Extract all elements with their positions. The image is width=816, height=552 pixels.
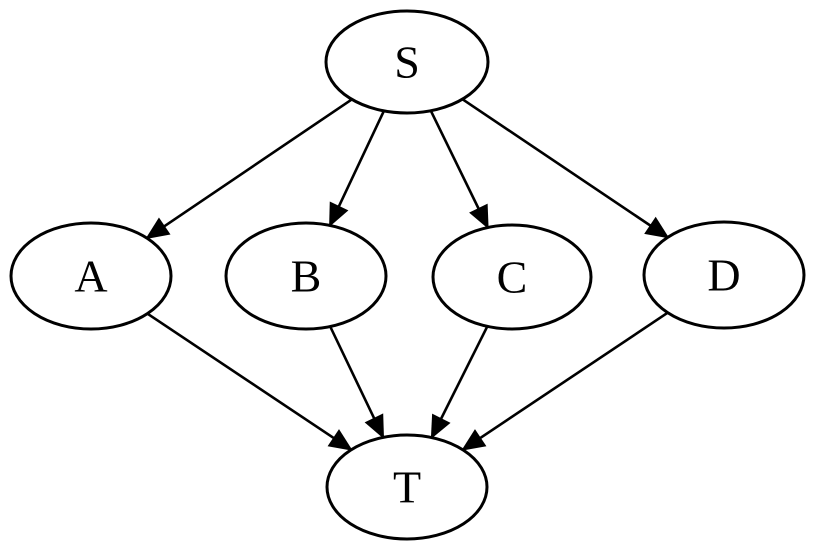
edge-S-C: [429, 110, 489, 230]
node-B: B: [224, 221, 388, 331]
node-S-ellipse: [324, 9, 490, 115]
edge-A-T: [146, 312, 353, 451]
edge-C-T: [430, 325, 489, 440]
node-C-label: C: [497, 252, 528, 303]
node-B-ellipse: [224, 221, 388, 331]
node-T-label: T: [393, 462, 421, 513]
node-A-ellipse: [9, 221, 173, 331]
node-C-ellipse: [431, 223, 593, 331]
node-A-label: A: [74, 251, 107, 302]
node-B-label: B: [291, 251, 322, 302]
edge-S-B: [328, 110, 386, 228]
node-S-label: S: [394, 37, 420, 88]
edge-D-T: [461, 311, 669, 451]
node-T-ellipse: [325, 433, 489, 541]
node-D-ellipse: [642, 220, 806, 330]
node-T: T: [325, 433, 489, 541]
edge-S-D: [461, 98, 670, 239]
nodes-layer: S A B C D T: [9, 9, 806, 541]
edge-S-A: [145, 98, 353, 240]
edges-layer: [145, 98, 670, 451]
node-D: D: [642, 220, 806, 330]
node-C: C: [431, 223, 593, 331]
edge-B-T: [329, 325, 385, 439]
node-S: S: [324, 9, 490, 115]
node-A: A: [9, 221, 173, 331]
node-D-label: D: [707, 250, 740, 301]
